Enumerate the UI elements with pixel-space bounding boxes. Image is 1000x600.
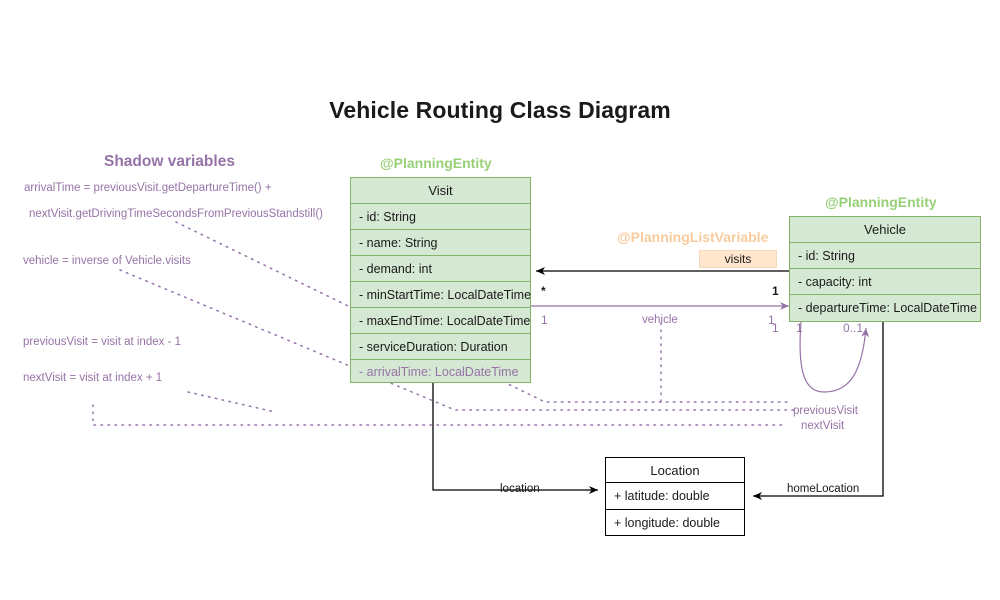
shadow-note-vehicle: vehicle = inverse of Vehicle.visits xyxy=(23,255,191,267)
multiplicity-vehicle-left: 1 xyxy=(772,321,779,335)
class-name-visit: Visit xyxy=(351,178,530,204)
edge-visits xyxy=(536,267,796,275)
multiplicity-visits-target: * xyxy=(541,284,546,298)
class-attr-visit-max-end-time: - maxEndTime: LocalDateTime xyxy=(351,308,530,334)
class-box-vehicle[interactable]: Vehicle - id: String - capacity: int - d… xyxy=(789,216,981,322)
multiplicity-self-loop-source: 1 xyxy=(796,321,803,335)
stereotype-visit: @PlanningEntity xyxy=(380,155,492,171)
class-attr-vehicle-id: - id: String xyxy=(790,243,980,269)
page-title: Vehicle Routing Class Diagram xyxy=(329,97,671,123)
shadow-note-arrival-time-1: arrivalTime = previousVisit.getDeparture… xyxy=(24,182,272,194)
multiplicity-vehicle-source: 1 xyxy=(541,313,548,327)
class-attr-visit-arrival-time: - arrivalTime: LocalDateTime xyxy=(359,365,519,379)
class-box-visit[interactable]: Visit - id: String - name: String - dema… xyxy=(350,177,531,383)
class-name-location: Location xyxy=(606,458,744,483)
shadow-variables-title: Shadow variables xyxy=(104,153,235,170)
edge-label-home-location: homeLocation xyxy=(787,483,860,495)
multiplicity-vehicle-target: 1 xyxy=(768,313,775,327)
edge-label-previous-visit: previousVisit xyxy=(793,405,858,417)
multiplicity-visits-source: 1 xyxy=(772,284,779,298)
stereotype-vehicle: @PlanningEntity xyxy=(825,194,937,210)
class-attr-visit-id: - id: String xyxy=(351,204,530,230)
class-attr-visit-service-duration: - serviceDuration: Duration xyxy=(351,334,530,360)
assoc-badge-visits[interactable]: visits xyxy=(699,250,777,268)
class-attr-location-latitude: + latitude: double xyxy=(606,483,744,510)
edge-label-location: location xyxy=(500,483,540,495)
class-attr-visit-min-start-time: - minStartTime: LocalDateTime xyxy=(351,282,531,308)
class-attr-visit-demand: - demand: int xyxy=(351,256,530,282)
class-attr-location-longitude: + longitude: double xyxy=(606,510,744,536)
class-attr-vehicle-departure-time: - departureTime: LocalDateTime xyxy=(798,301,978,315)
stereotype-planning-list-variable: @PlanningListVariable xyxy=(617,229,769,245)
class-name-vehicle: Vehicle xyxy=(790,217,980,243)
edge-label-next-visit: nextVisit xyxy=(801,420,845,432)
shadow-note-previous-visit: previousVisit = visit at index - 1 xyxy=(23,336,181,348)
edge-location xyxy=(432,383,598,494)
shadow-note-arrival-time-2: nextVisit.getDrivingTimeSecondsFromPrevi… xyxy=(29,208,323,220)
class-attr-visit-name: - name: String xyxy=(351,230,530,256)
class-box-location[interactable]: Location + latitude: double + longitude:… xyxy=(605,457,745,536)
class-attr-vehicle-capacity: - capacity: int xyxy=(790,269,980,295)
edge-label-vehicle: vehicle xyxy=(642,314,678,326)
multiplicity-self-loop-target: 0..1 xyxy=(843,321,864,335)
shadow-note-next-visit: nextVisit = visit at index + 1 xyxy=(23,372,163,384)
